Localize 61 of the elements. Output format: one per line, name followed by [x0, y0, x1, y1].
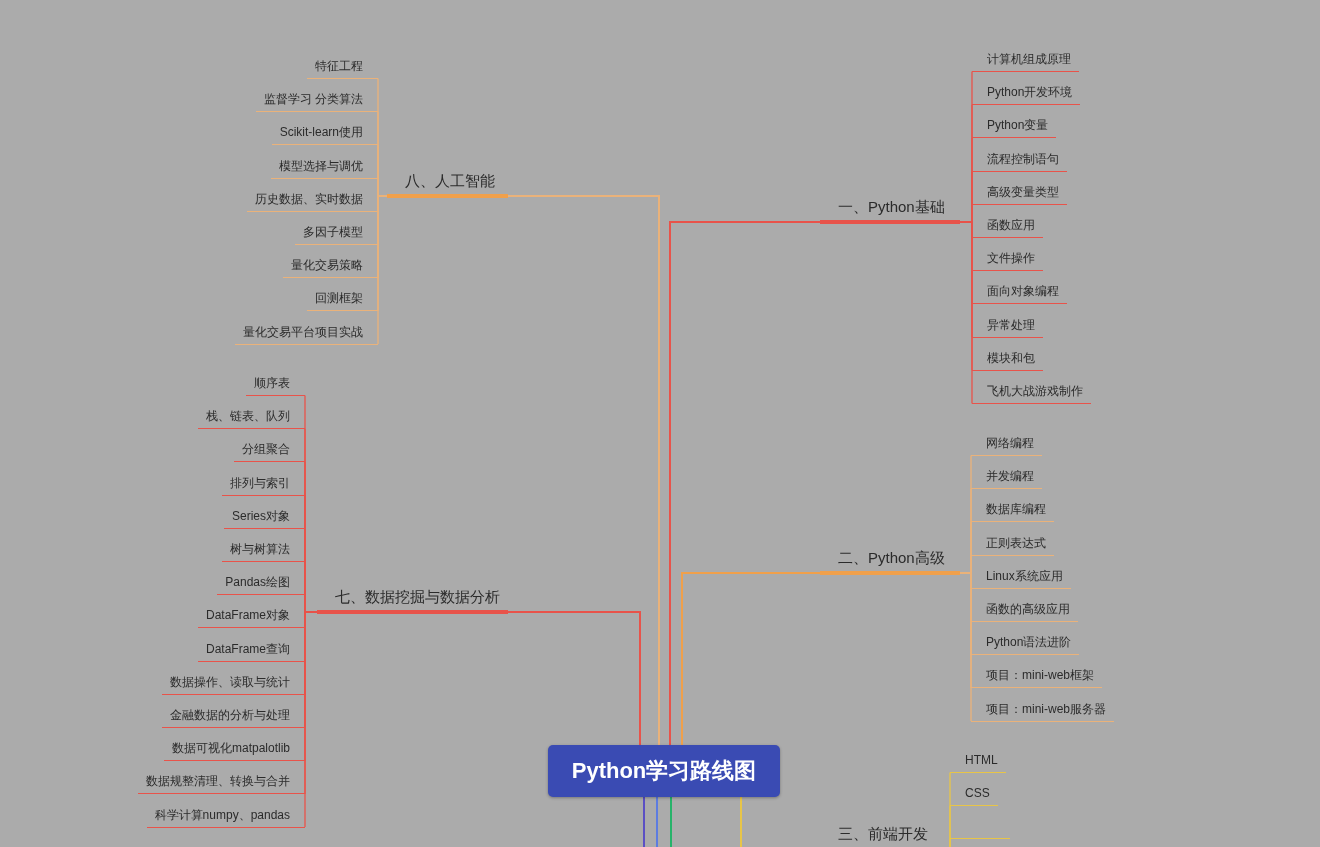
connector-line — [669, 221, 821, 746]
connector-line — [656, 796, 658, 847]
subtopic-label: Python语法进阶 — [971, 631, 1080, 656]
subtopic-label: 流程控制语句 — [972, 147, 1067, 172]
subtopic-label: 排列与索引 — [222, 471, 305, 496]
subtopic-label: Python变量 — [972, 114, 1057, 139]
subtopic-label: 异常处理 — [972, 313, 1043, 338]
subtopic-label: 监督学习 分类算法 — [255, 88, 378, 113]
subtopic-label: 多因子模型 — [295, 221, 378, 245]
branch-topic: 七、数据挖掘与数据分析 — [317, 584, 508, 614]
subtopic-label: HTML — [950, 749, 1006, 773]
connector-line — [507, 195, 660, 746]
subtopic-label: 数据规整清理、转换与合并 — [138, 770, 305, 795]
subtopic-label: 计算机组成原理 — [972, 48, 1079, 72]
subtopic-label: 项目：mini-web框架 — [971, 664, 1102, 689]
subtopic-label: DataFrame查询 — [197, 637, 305, 662]
subtopic-label: 函数应用 — [972, 214, 1043, 238]
subtopic-label: 特征工程 — [307, 55, 378, 79]
subtopic-label: 飞机大战游戏制作 — [972, 380, 1091, 404]
connector-line — [643, 796, 645, 847]
connector-line — [670, 796, 672, 847]
branch-topic: 一、Python基础 — [820, 194, 960, 224]
subtopic-label: 数据可视化matpalotlib — [163, 737, 305, 762]
subtopic-label: Series对象 — [224, 504, 305, 529]
subtopic-label: Scikit-learn使用 — [271, 121, 378, 146]
subtopic-label: CSS — [950, 782, 998, 807]
subtopic-label: 分组聚合 — [234, 438, 305, 463]
subtopic-label: 科学计算numpy、pandas — [146, 803, 305, 828]
subtopic-label: 网络编程 — [971, 432, 1042, 456]
connector-line — [304, 611, 318, 828]
subtopic-label: DataFrame对象 — [197, 604, 305, 629]
subtopic-label: 回测框架 — [307, 287, 378, 312]
subtopic-label: 模块和包 — [972, 346, 1043, 371]
subtopic-label: 正则表达式 — [971, 531, 1054, 556]
branch-topic: 二、Python高级 — [820, 545, 960, 575]
connector-line — [681, 572, 821, 746]
subtopic-label: 量化交易平台项目实战 — [235, 320, 378, 345]
connector-line — [507, 611, 641, 746]
branch-topic: 八、人工智能 — [387, 168, 508, 198]
subtopic-label: Linux系统应用 — [971, 564, 1071, 589]
subtopic-label: Pandas绘图 — [217, 571, 305, 596]
subtopic-label: 栈、链表、队列 — [198, 405, 305, 430]
subtopic-label: 历史数据、实时数据 — [247, 187, 378, 212]
central-topic-box: Python学习路线图 — [548, 745, 780, 797]
subtopic-label: 高级变量类型 — [972, 180, 1067, 205]
subtopic-label: 量化交易策略 — [283, 254, 378, 279]
subtopic-label: 项目：mini-web服务器 — [971, 697, 1114, 722]
subtopic-label: Python开发环境 — [972, 81, 1081, 106]
subtopic-label: 面向对象编程 — [972, 280, 1067, 305]
connector-line — [959, 221, 973, 405]
subtopic-label: 数据操作、读取与统计 — [162, 670, 305, 695]
subtopic-label: 金融数据的分析与处理 — [162, 704, 305, 728]
connector-line — [377, 195, 388, 345]
branch-topic: 三、前端开发 — [820, 821, 940, 847]
subtopic-label: 文件操作 — [972, 247, 1043, 272]
subtopic-label: 树与树算法 — [222, 538, 305, 562]
subtopic-label: 数据库编程 — [971, 498, 1054, 523]
subtopic-label: 并发编程 — [971, 465, 1042, 490]
subtopic-label: 顺序表 — [246, 372, 305, 396]
subtopic-label: 函数的高级应用 — [971, 598, 1078, 622]
subtopic-label: 模型选择与调优 — [271, 154, 378, 179]
